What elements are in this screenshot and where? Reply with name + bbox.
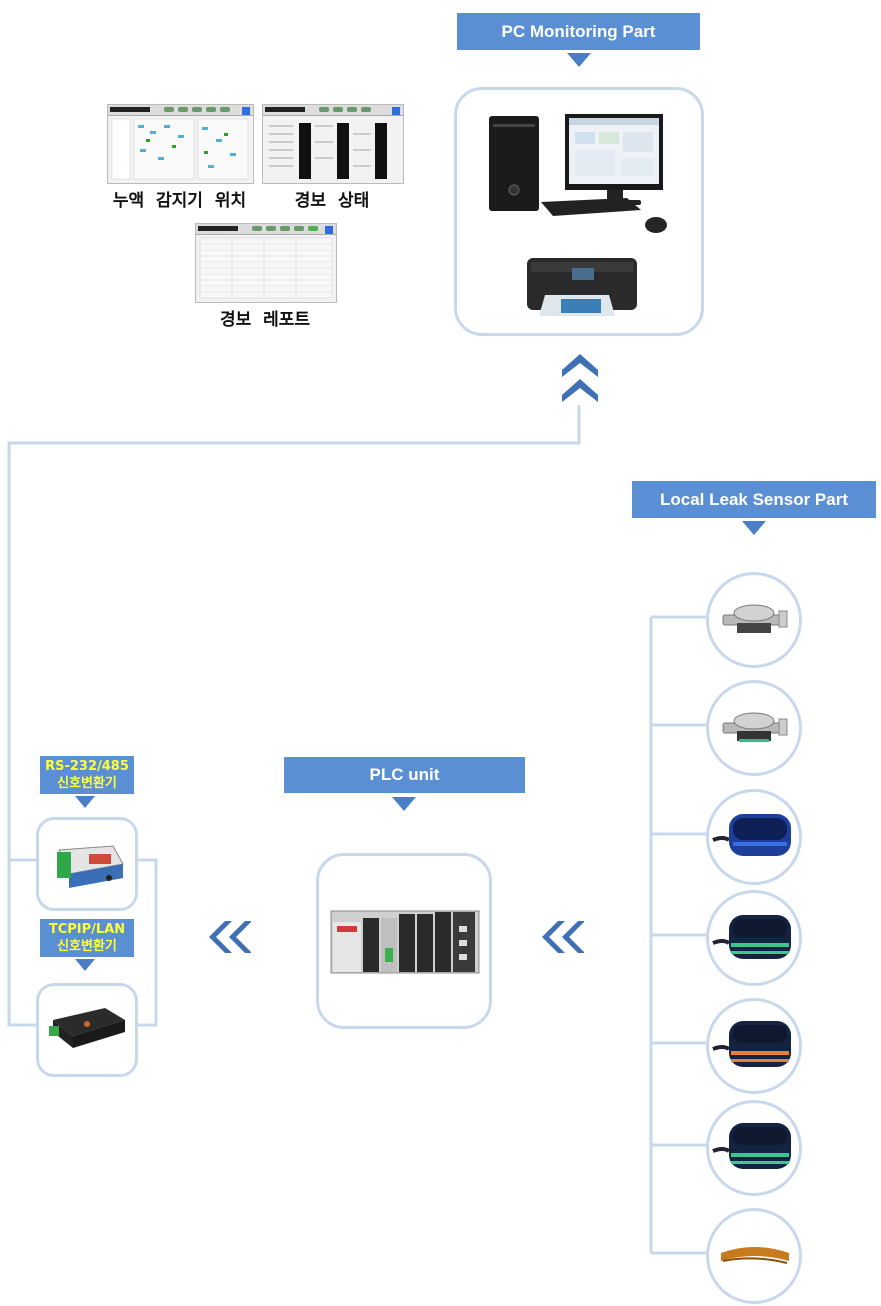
- tcp-label-line1: TCPIP/LAN: [48, 922, 126, 937]
- plc-title: PLC unit: [369, 765, 440, 784]
- leak-sensor-location-caption: 누액 감지기 위치: [112, 191, 247, 211]
- leak-sensor-1: [706, 572, 802, 668]
- leak-sensor-6: [706, 1100, 802, 1196]
- tcp-banner-arrow: [75, 959, 95, 971]
- alarm-status-screen: [262, 104, 404, 184]
- leak-sensor-3: [706, 789, 802, 885]
- plc-box: [316, 853, 492, 1029]
- double-chevron-left-icon: [542, 921, 584, 953]
- sensor-banner-arrow: [742, 521, 766, 535]
- alarm-report-caption: 경보 레포트: [219, 310, 311, 330]
- rs-converter-device-icon: [57, 845, 124, 888]
- orange-puck-sensor-icon: [712, 1021, 791, 1067]
- rs-label-line1: RS-232/485: [45, 759, 129, 774]
- alarm-report-screen: [195, 223, 337, 303]
- plc-banner-arrow: [392, 797, 416, 811]
- tcp-converter-box: [36, 983, 138, 1077]
- leak-sensor-location-screen: [107, 104, 254, 184]
- tcp-label-line2: 신호변환기: [57, 939, 117, 954]
- double-chevron-left-icon: [209, 921, 251, 953]
- green-puck-sensor-icon: [712, 915, 791, 959]
- green-puck-sensor-icon: [712, 1123, 791, 1169]
- sensor-part-title: Local Leak Sensor Part: [659, 489, 849, 509]
- plc-banner: PLC unit: [284, 757, 525, 793]
- plc-module-icon: [330, 910, 480, 974]
- blue-puck-sensor-icon: [712, 814, 791, 856]
- tcp-converter-label: TCPIP/LAN 신호변환기: [40, 919, 134, 957]
- tape-sensor-icon: [721, 1247, 789, 1264]
- rs-converter-box: [36, 817, 138, 911]
- pc-part-title: PC Monitoring Part: [501, 21, 656, 41]
- tcp-converter-device-icon: [49, 1008, 125, 1048]
- desktop-pc-icon: [489, 114, 667, 316]
- metal-clip-sensor-icon: [722, 604, 788, 633]
- rs-banner-arrow: [75, 796, 95, 808]
- sensor-part-banner: Local Leak Sensor Part: [632, 481, 876, 518]
- alarm-status-caption: 경보 상태: [294, 191, 370, 211]
- leak-sensor-7: [706, 1208, 802, 1304]
- pc-equipment-box: [454, 87, 704, 336]
- metal-clip-sensor-icon: [722, 712, 788, 742]
- leak-sensor-2: [706, 680, 802, 776]
- double-chevron-up-icon: [562, 354, 598, 402]
- leak-sensor-4: [706, 890, 802, 986]
- rs-label-line2: 신호변환기: [57, 776, 117, 791]
- pc-part-banner: PC Monitoring Part: [457, 13, 700, 50]
- leak-sensor-5: [706, 998, 802, 1094]
- pc-banner-arrow: [567, 53, 591, 67]
- rs-converter-label: RS-232/485 신호변환기: [40, 756, 134, 794]
